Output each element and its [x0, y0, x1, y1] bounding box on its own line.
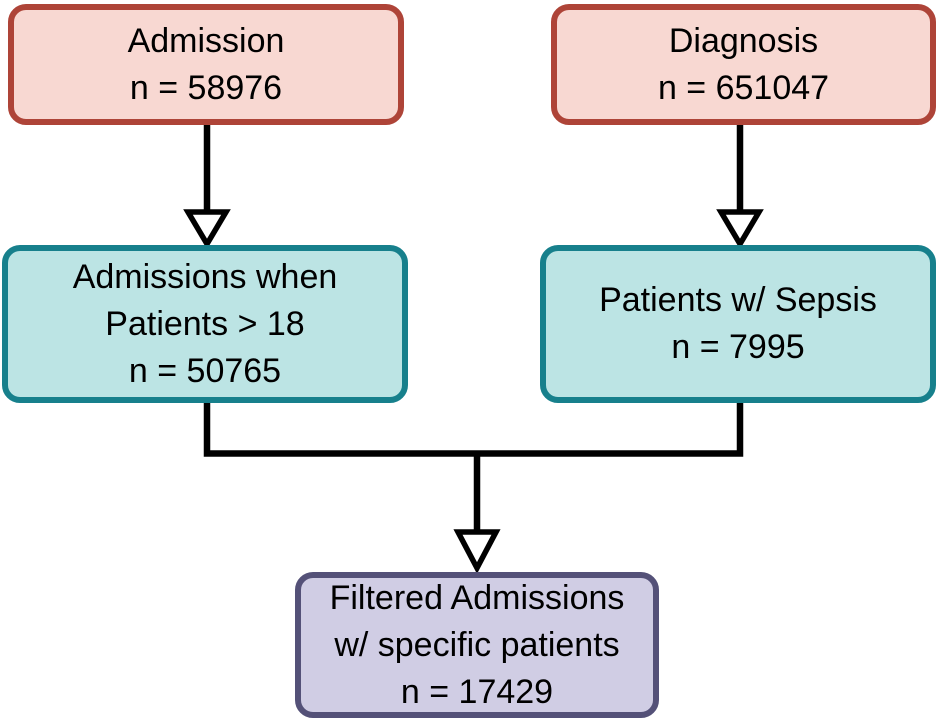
node-adult-admissions: Admissions when Patients > 18 n = 50765	[2, 245, 408, 403]
arrowhead-down-icon	[716, 209, 764, 250]
node-sepsis-patients-title: Patients w/ Sepsis	[599, 281, 877, 319]
node-adult-admissions-title-line2: Patients > 18	[105, 304, 305, 343]
node-diagnosis-count: n = 651047	[657, 68, 830, 107]
node-filtered-admissions-count: n = 17429	[400, 672, 554, 711]
node-adult-admissions-title-line1: Admissions when	[72, 257, 338, 296]
merge-connector	[203, 400, 744, 574]
node-filtered-admissions-title-line2: w/ specific patients	[334, 625, 620, 664]
node-diagnosis: Diagnosis n = 651047	[551, 4, 936, 125]
node-adult-admissions-count: n = 50765	[128, 351, 282, 390]
node-filtered-admissions-title-line1: Filtered Admissions	[329, 578, 625, 617]
arrow-diagnosis-to-sepsis-patients	[716, 124, 764, 250]
node-sepsis-patients: Patients w/ Sepsis n = 7995	[540, 245, 936, 403]
node-admission-title: Admission	[127, 21, 285, 60]
node-admission-count: n = 58976	[129, 68, 283, 107]
arrowhead-down-icon	[453, 529, 501, 574]
node-sepsis-patients-count: n = 7995	[671, 328, 805, 366]
node-diagnosis-title: Diagnosis	[668, 21, 819, 60]
arrowhead-down-icon	[183, 209, 231, 250]
node-filtered-admissions: Filtered Admissions w/ specific patients…	[295, 572, 659, 718]
arrow-admission-to-adult-admissions	[183, 124, 231, 250]
node-admission: Admission n = 58976	[8, 4, 404, 125]
merge-bracket-line	[203, 400, 744, 457]
